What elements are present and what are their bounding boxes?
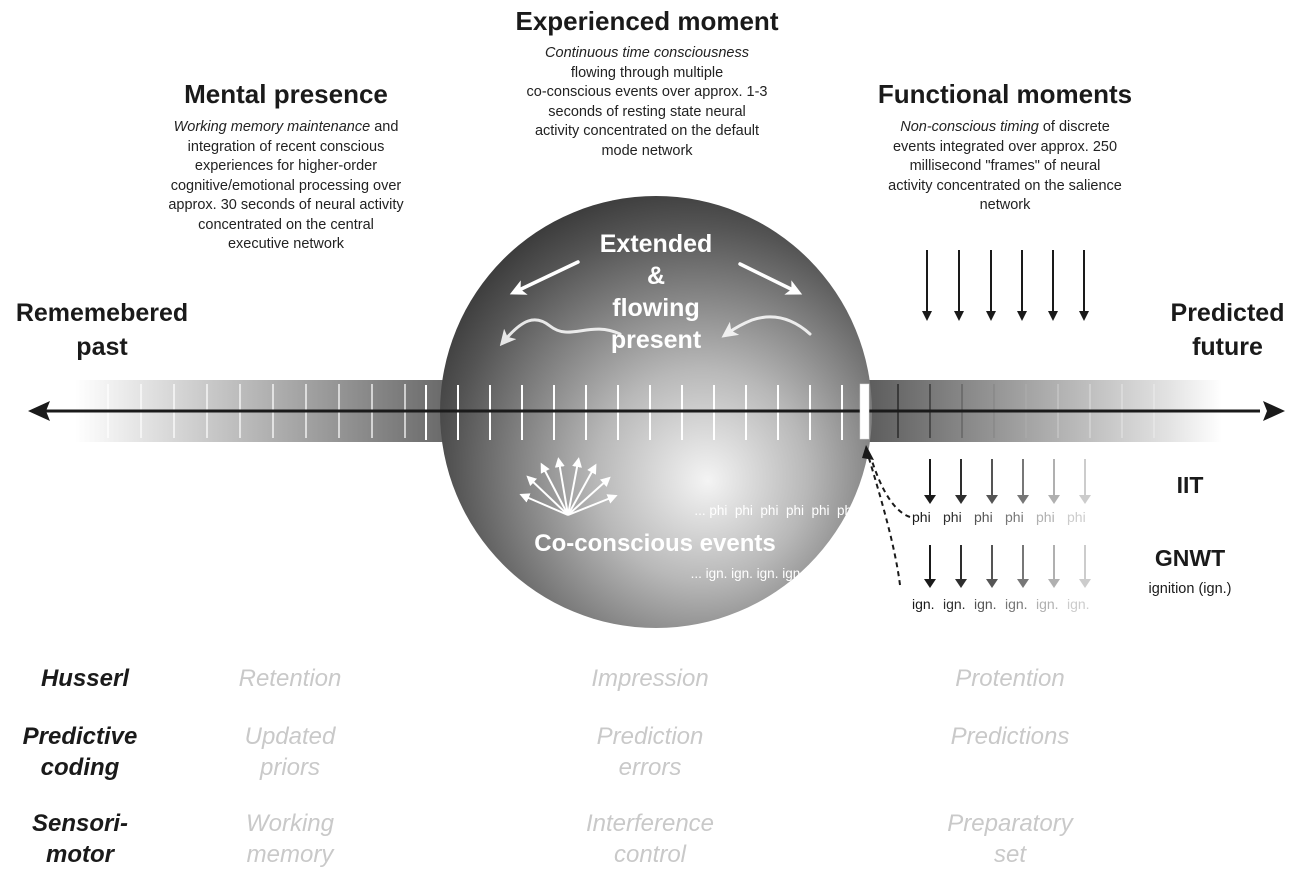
sphere-phi-ign-rows: ... phi phi phi phi phi phi ... ign. ign… <box>690 503 855 581</box>
frame-arrows-top <box>922 250 1089 321</box>
experienced-moment-desc: Continuous time consciousness flowing th… <box>526 45 768 159</box>
iit-label: IIT <box>1176 472 1204 498</box>
co-conscious-events-label: Co-conscious events <box>534 530 776 557</box>
functional-moments-desc: Non-conscious timing of discrete events … <box>888 119 1122 213</box>
functional-moments-title: Functional moments <box>877 79 1133 109</box>
mental-presence-desc: Working memory maintenance and integrati… <box>168 119 404 252</box>
gnwt-label: GNWT <box>1154 545 1226 571</box>
gnwt-ign-tokens: ign.ign.ign.ign.ign.ign. <box>912 596 1090 612</box>
gnwt-arrows <box>924 545 1091 588</box>
experienced-moment-title: Experienced moment <box>515 6 779 36</box>
iit-arrows <box>924 459 1091 504</box>
extended-present-label: Extended & flowing present <box>599 230 713 354</box>
dashed-connector-arrowhead <box>862 445 874 460</box>
mental-presence-title: Mental presence <box>184 79 388 109</box>
timeline-left-arrowhead <box>28 401 50 421</box>
row-label-sensorimotor: Sensori-motor <box>31 810 129 868</box>
cell-husserl-present: Impression <box>591 665 709 692</box>
gnwt-sublabel: ignition (ign.) <box>1148 581 1232 597</box>
timeline-right-arrowhead <box>1263 401 1285 421</box>
now-marker <box>859 383 870 440</box>
cell-predictive-future: Predictions <box>950 723 1070 750</box>
cell-husserl-past: Retention <box>238 665 342 692</box>
fan-arrows-icon <box>519 457 618 516</box>
dashed-connectors <box>867 454 911 586</box>
cell-husserl-future: Protention <box>955 665 1065 692</box>
flow-arrows <box>499 260 812 347</box>
row-label-husserl: Husserl <box>40 665 130 692</box>
